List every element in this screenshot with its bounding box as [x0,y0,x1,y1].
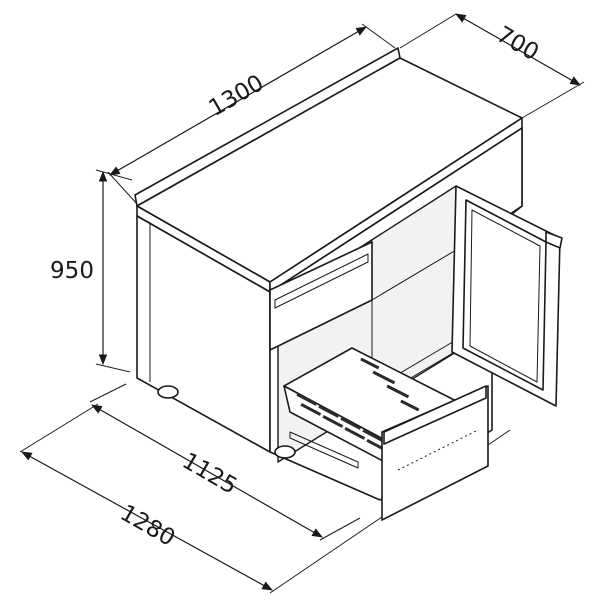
basket-perforations-back [360,357,420,412]
door-glass-inner-edge [469,209,541,383]
door-glass-panel [462,199,547,391]
upper-drawer-front [269,241,373,351]
extension-line-1280-left [19,403,99,453]
basket-perforations-side [296,392,388,452]
label-1300: 1300 [205,70,269,122]
extension-line-950-bottom [95,363,131,373]
extension-line-1300-right [361,23,396,49]
label-950: 950 [50,258,94,284]
extension-line-700-back [399,13,457,49]
dimension-arrow-1300 [109,26,367,176]
upper-drawer-handle [274,253,369,309]
glass-door [451,185,563,407]
foot-front [274,445,296,459]
drawer-rail [289,431,359,469]
door-hinge-top [545,231,563,249]
extension-line-1125-left [89,383,127,403]
upper-drawer [269,241,373,351]
foot-left [157,385,179,399]
extension-line-700-front [521,81,585,119]
label-1280: 1280 [116,500,180,552]
interior-shelf-line [371,249,457,301]
open-drawer [283,347,489,521]
dimension-arrow-700 [455,13,581,86]
drawer-handle [383,385,487,445]
extension-line-1125-right [319,517,361,541]
label-1125: 1125 [178,448,242,500]
extension-line-1300-left [107,171,139,206]
dimension-arrow-1280 [21,451,273,591]
